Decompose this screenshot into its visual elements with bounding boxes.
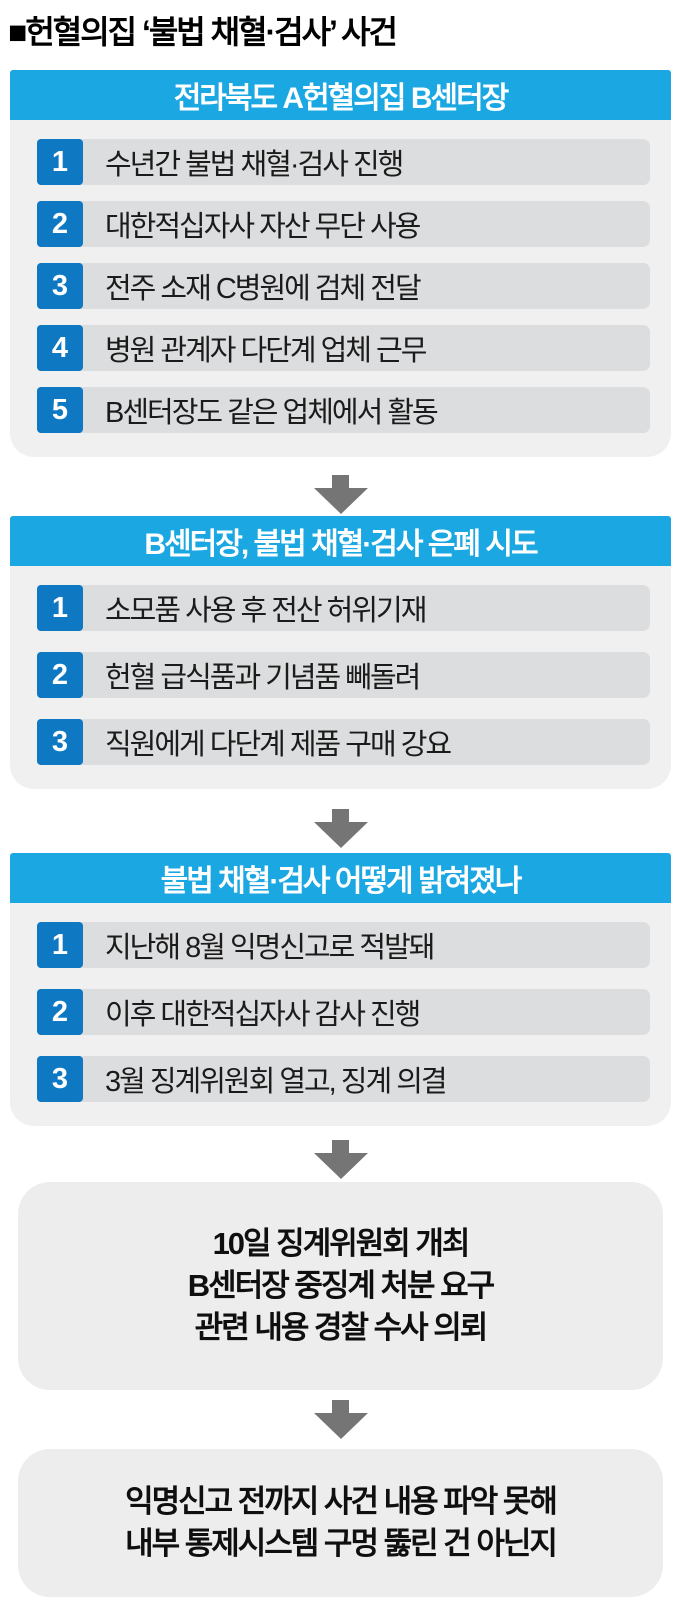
step-row: 1 수년간 불법 채혈·검사 진행	[37, 139, 650, 185]
summary-box-internal-control-concern: 익명신고 전까지 사건 내용 파악 못해 내부 통제시스템 구멍 뚫린 건 아닌…	[18, 1449, 663, 1597]
step-row: 2 대한적십자사 자산 무단 사용	[37, 201, 650, 247]
step-row: 4 병원 관계자 다단계 업체 근무	[37, 325, 650, 371]
down-arrow-icon	[0, 809, 681, 848]
down-arrow-stem	[332, 475, 349, 488]
step-row: 5 B센터장도 같은 업체에서 활동	[37, 387, 650, 433]
down-arrow-icon	[0, 1400, 681, 1439]
step-label: 소모품 사용 후 전산 허위기재	[105, 595, 427, 627]
step-row: 3 3월 징계위원회 열고, 징계 의결	[37, 1056, 650, 1102]
step-number-badge: 1	[37, 139, 83, 185]
down-arrow-icon	[0, 475, 681, 514]
summary-line: 관련 내용 경찰 수사 의뢰	[194, 1310, 489, 1345]
summary-box-disciplinary-action: 10일 징계위원회 개최 B센터장 중징계 처분 요구 관련 내용 경찰 수사 …	[18, 1182, 663, 1390]
section-rows: 1 소모품 사용 후 전산 허위기재 2 헌혈 급식품과 기념품 빼돌려 3 직…	[10, 566, 671, 789]
section-coverup-attempts: B센터장, 불법 채혈·검사 은폐 시도 1 소모품 사용 후 전산 허위기재 …	[10, 516, 671, 789]
step-row: 1 지난해 8월 익명신고로 적발돼	[37, 922, 650, 968]
summary-line: 익명신고 전까지 사건 내용 파악 못해	[125, 1484, 558, 1519]
down-arrow-head	[313, 1153, 368, 1179]
step-number-badge: 3	[37, 719, 83, 765]
step-number-badge: 2	[37, 652, 83, 698]
step-label: 전주 소재 C병원에 검체 전달	[105, 273, 422, 305]
down-arrow-head	[313, 1413, 368, 1439]
down-arrow-head	[313, 488, 368, 514]
step-label: 직원에게 다단계 제품 구매 강요	[105, 729, 452, 761]
down-arrow-icon	[0, 1140, 681, 1179]
section-header: 전라북도 A헌혈의집 B센터장	[10, 70, 671, 120]
step-number-badge: 3	[37, 263, 83, 309]
step-number-badge: 1	[37, 922, 83, 968]
step-row: 3 전주 소재 C병원에 검체 전달	[37, 263, 650, 309]
step-number-badge: 3	[37, 1056, 83, 1102]
section-rows: 1 수년간 불법 채혈·검사 진행 2 대한적십자사 자산 무단 사용 3 전주…	[10, 120, 671, 457]
section-header: B센터장, 불법 채혈·검사 은폐 시도	[10, 516, 671, 566]
down-arrow-stem	[332, 1400, 349, 1413]
step-row: 1 소모품 사용 후 전산 허위기재	[37, 585, 650, 631]
summary-line: 내부 통제시스템 구멍 뚫린 건 아닌지	[125, 1526, 558, 1561]
section-how-revealed: 불법 채혈·검사 어떻게 밝혀졌나 1 지난해 8월 익명신고로 적발돼 2 이…	[10, 853, 671, 1126]
step-number-badge: 2	[37, 989, 83, 1035]
step-row: 3 직원에게 다단계 제품 구매 강요	[37, 719, 650, 765]
step-number-badge: 4	[37, 325, 83, 371]
summary-line: B센터장 중징계 처분 요구	[187, 1268, 495, 1303]
step-label: 헌혈 급식품과 기념품 빼돌려	[105, 662, 421, 694]
step-row: 2 헌혈 급식품과 기념품 빼돌려	[37, 652, 650, 698]
step-number-badge: 1	[37, 585, 83, 631]
step-label: 대한적십자사 자산 무단 사용	[105, 211, 421, 243]
down-arrow-stem	[332, 1140, 349, 1153]
section-center-head-facts: 전라북도 A헌혈의집 B센터장 1 수년간 불법 채혈·검사 진행 2 대한적십…	[10, 70, 671, 457]
section-rows: 1 지난해 8월 익명신고로 적발돼 2 이후 대한적십자사 감사 진행 3 3…	[10, 903, 671, 1126]
down-arrow-head	[313, 822, 368, 848]
step-number-badge: 5	[37, 387, 83, 433]
step-label: B센터장도 같은 업체에서 활동	[105, 397, 439, 429]
step-label: 병원 관계자 다단계 업체 근무	[105, 335, 427, 367]
step-label: 수년간 불법 채혈·검사 진행	[105, 149, 404, 181]
page-title: ■헌혈의집 ‘불법 채혈·검사’ 사건	[8, 14, 398, 50]
section-header: 불법 채혈·검사 어떻게 밝혀졌나	[10, 853, 671, 903]
step-label: 이후 대한적십자사 감사 진행	[105, 999, 421, 1031]
down-arrow-stem	[332, 809, 349, 822]
step-number-badge: 2	[37, 201, 83, 247]
step-label: 3월 징계위원회 열고, 징계 의결	[105, 1066, 448, 1098]
summary-line: 10일 징계위원회 개최	[212, 1226, 471, 1261]
step-label: 지난해 8월 익명신고로 적발돼	[105, 932, 435, 964]
step-row: 2 이후 대한적십자사 감사 진행	[37, 989, 650, 1035]
